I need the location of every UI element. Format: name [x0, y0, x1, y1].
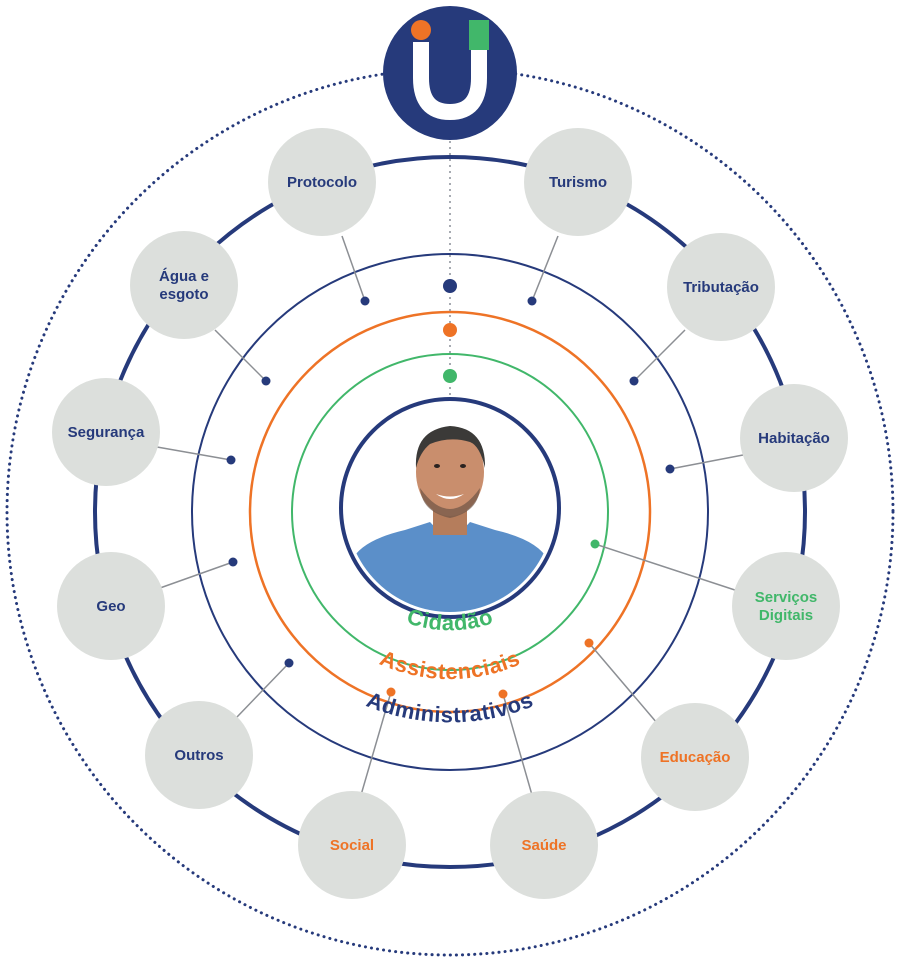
node-saude — [490, 791, 598, 899]
node-label-tributacao: Tributação — [683, 279, 759, 296]
cidadao-marker — [443, 369, 457, 383]
node-label-turismo: Turismo — [549, 174, 607, 191]
assistenciais-marker — [443, 323, 457, 337]
node-habitacao — [740, 384, 848, 492]
u-logo-icon — [383, 6, 517, 140]
node-social — [298, 791, 406, 899]
node-outros — [145, 701, 253, 809]
node-educacao — [641, 703, 749, 811]
cidadao-ring — [291, 353, 609, 671]
node-seguranca — [52, 378, 160, 486]
node-tributacao — [667, 233, 775, 341]
person-photo — [346, 404, 554, 612]
ring-label-assistenciais: Assistenciais — [377, 645, 524, 684]
node-label-seguranca: Segurança — [68, 424, 145, 441]
node-label-saude: Saúde — [521, 837, 566, 854]
ring-label-assistenciais-text: Assistenciais — [377, 645, 523, 684]
node-turismo — [524, 128, 632, 236]
node-protocolo — [268, 128, 376, 236]
administrativos-marker — [443, 279, 457, 293]
node-label-habitacao: Habitação — [758, 430, 830, 447]
node-ring — [93, 155, 807, 869]
connectors — [156, 235, 745, 796]
node-label-social: Social — [330, 837, 374, 854]
node-agua-e-esgoto — [130, 231, 238, 339]
node-label-protocolo: Protocolo — [287, 174, 357, 191]
node-label-outros: Outros — [174, 747, 223, 764]
node-label-geo: Geo — [96, 598, 125, 615]
assistenciais-ring — [248, 310, 652, 714]
node-servicos-digitais — [732, 552, 840, 660]
connector-dots — [226, 296, 675, 699]
node-label-educacao: Educação — [660, 749, 731, 766]
administrativos-ring — [191, 253, 709, 771]
node-geo — [57, 552, 165, 660]
